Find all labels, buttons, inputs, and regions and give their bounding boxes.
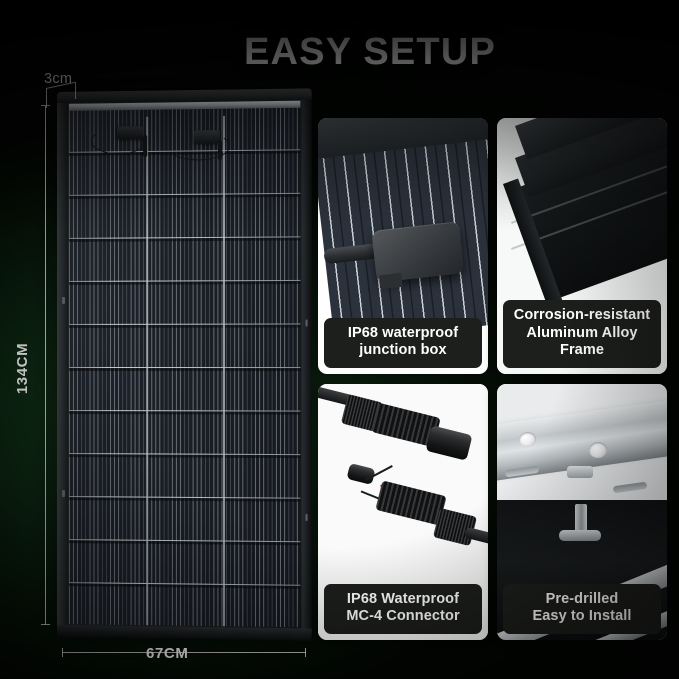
height-dimension-tick — [41, 624, 50, 626]
caption-line-1: Corrosion-resistant — [513, 306, 651, 323]
page-title: EASY SETUP — [243, 31, 497, 73]
mounting-washer — [559, 530, 601, 541]
caption-line-2: Easy to Install — [532, 608, 632, 625]
height-dimension-label: 134CM — [14, 342, 32, 395]
panel-cell-grid — [68, 108, 301, 628]
cell-column-separator — [145, 116, 148, 626]
depth-dimension-label: 3cm — [44, 71, 73, 87]
feature-card-caption: Pre-drilled Easy to Install — [503, 583, 661, 634]
caption-line-1: IP68 waterproof — [347, 324, 459, 341]
feature-card-mc4-connector: IP68 Waterproof MC-4 Connector — [318, 384, 488, 640]
frame-hole — [305, 319, 308, 327]
frame-hole — [61, 490, 65, 498]
frame-rail-right — [301, 88, 312, 641]
panel-cable-lead — [217, 140, 222, 161]
junction-box-tab — [379, 272, 403, 290]
frame-hole — [305, 513, 308, 522]
caption-line-1: IP68 Waterproof — [346, 590, 460, 607]
frame-rail-bottom — [57, 625, 312, 641]
frame-hole — [61, 296, 65, 304]
cell-column-separator — [222, 115, 225, 627]
feature-card-caption: IP68 waterproof junction box — [324, 317, 482, 368]
caption-line-1: Pre-drilled — [545, 590, 619, 607]
feature-card-pre-drilled: Pre-drilled Easy to Install — [497, 384, 667, 640]
width-dimension-tick — [305, 648, 307, 657]
feature-card-caption: Corrosion-resistant Aluminum Alloy Frame — [503, 299, 661, 368]
mounting-nut — [567, 466, 593, 478]
caption-line-2: MC-4 Connector — [346, 608, 460, 625]
panel-cable-lead — [143, 134, 148, 158]
cell-busbar — [68, 366, 301, 369]
height-dimension-line — [45, 105, 47, 625]
caption-line-2: junction box — [359, 342, 447, 359]
panel-glass — [68, 100, 301, 628]
depth-dimension-line — [46, 88, 48, 108]
feature-card-aluminum-frame: Corrosion-resistant Aluminum Alloy Frame — [497, 118, 667, 374]
feature-card-junction-box: IP68 waterproof junction box — [318, 118, 488, 374]
frame-rail-left — [57, 91, 68, 638]
width-dimension-label: 67CM — [146, 645, 189, 662]
solar-panel-image — [57, 88, 312, 641]
feature-card-caption: IP68 Waterproof MC-4 Connector — [324, 583, 482, 634]
width-dimension-tick — [62, 648, 64, 657]
panel-frame — [57, 88, 312, 641]
depth-dimension-line — [75, 82, 77, 99]
caption-line-2: Aluminum Alloy Frame — [526, 324, 638, 359]
